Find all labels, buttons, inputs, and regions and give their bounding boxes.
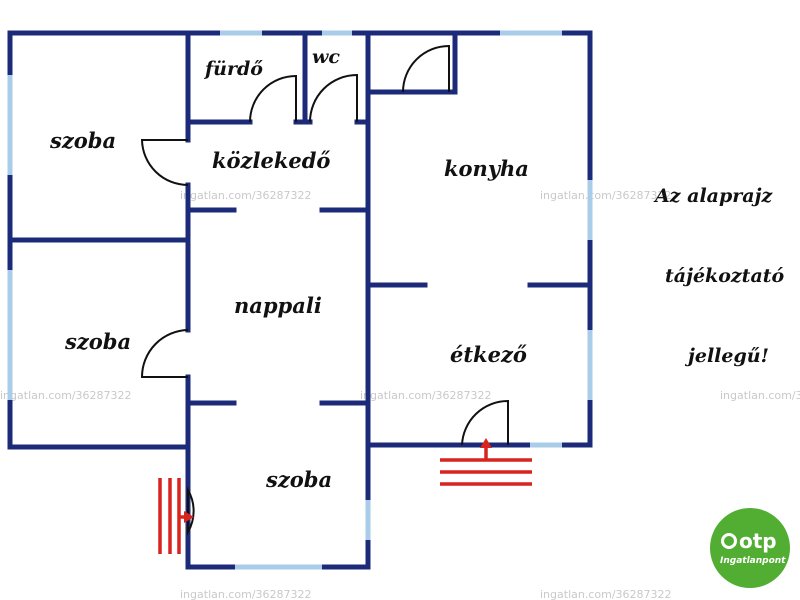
room-label-szoba-mid: szoba xyxy=(64,329,131,354)
door-konyha xyxy=(402,44,450,93)
watermark-2: ingatlan.com/36287322 xyxy=(540,189,672,202)
room-label-furdo: fürdő xyxy=(203,58,263,80)
room-labels: szoba fürdő wc közlekedő konyha szoba na… xyxy=(49,46,529,492)
note-line-2: tájékoztató xyxy=(665,265,785,287)
otp-logo: otp Ingatlanpont xyxy=(710,508,790,588)
logo-ring-icon xyxy=(721,533,737,549)
disclaimer-note: Az alaprajz tájékoztató jellegű! xyxy=(653,185,785,367)
doors xyxy=(140,44,509,536)
note-line-3: jellegű! xyxy=(684,345,769,367)
door-furdo xyxy=(249,74,297,123)
arrow-right-icon xyxy=(184,511,194,523)
logo-brand: otp xyxy=(739,529,777,553)
watermark-7: ingatlan.com/36287322 xyxy=(540,588,672,600)
door-szoba-mid xyxy=(140,329,189,378)
room-label-nappali: nappali xyxy=(234,293,322,318)
door-wc xyxy=(309,73,358,123)
watermark-4: ingatlan.com/36287322 xyxy=(360,389,492,402)
entry-marker-right xyxy=(440,438,532,486)
watermarks: ingatlan.com/36287322 ingatlan.com/36287… xyxy=(0,189,800,600)
room-label-kozlekedo: közlekedő xyxy=(212,148,330,173)
note-line-1: Az alaprajz xyxy=(653,185,773,207)
watermark-1: ingatlan.com/36287322 xyxy=(180,189,312,202)
room-label-szoba-bottom: szoba xyxy=(265,467,332,492)
watermark-5: ingatlan.com/36287322 xyxy=(720,389,800,402)
door-szoba-top xyxy=(140,139,189,186)
room-label-konyha: konyha xyxy=(444,156,529,181)
watermark-6: ingatlan.com/36287322 xyxy=(180,588,312,600)
door-entrance-right xyxy=(461,399,509,446)
arrow-up-icon xyxy=(480,438,492,448)
watermark-3: ingatlan.com/36287322 xyxy=(0,389,132,402)
entry-marker-left xyxy=(158,478,194,554)
logo-subtitle: Ingatlanpont xyxy=(720,556,786,566)
room-label-wc: wc xyxy=(312,46,340,68)
room-label-szoba-top: szoba xyxy=(49,128,116,153)
windows xyxy=(7,30,593,570)
entry-markers xyxy=(158,438,532,554)
logo-circle xyxy=(710,508,790,588)
room-label-etkezo: étkező xyxy=(450,342,527,367)
